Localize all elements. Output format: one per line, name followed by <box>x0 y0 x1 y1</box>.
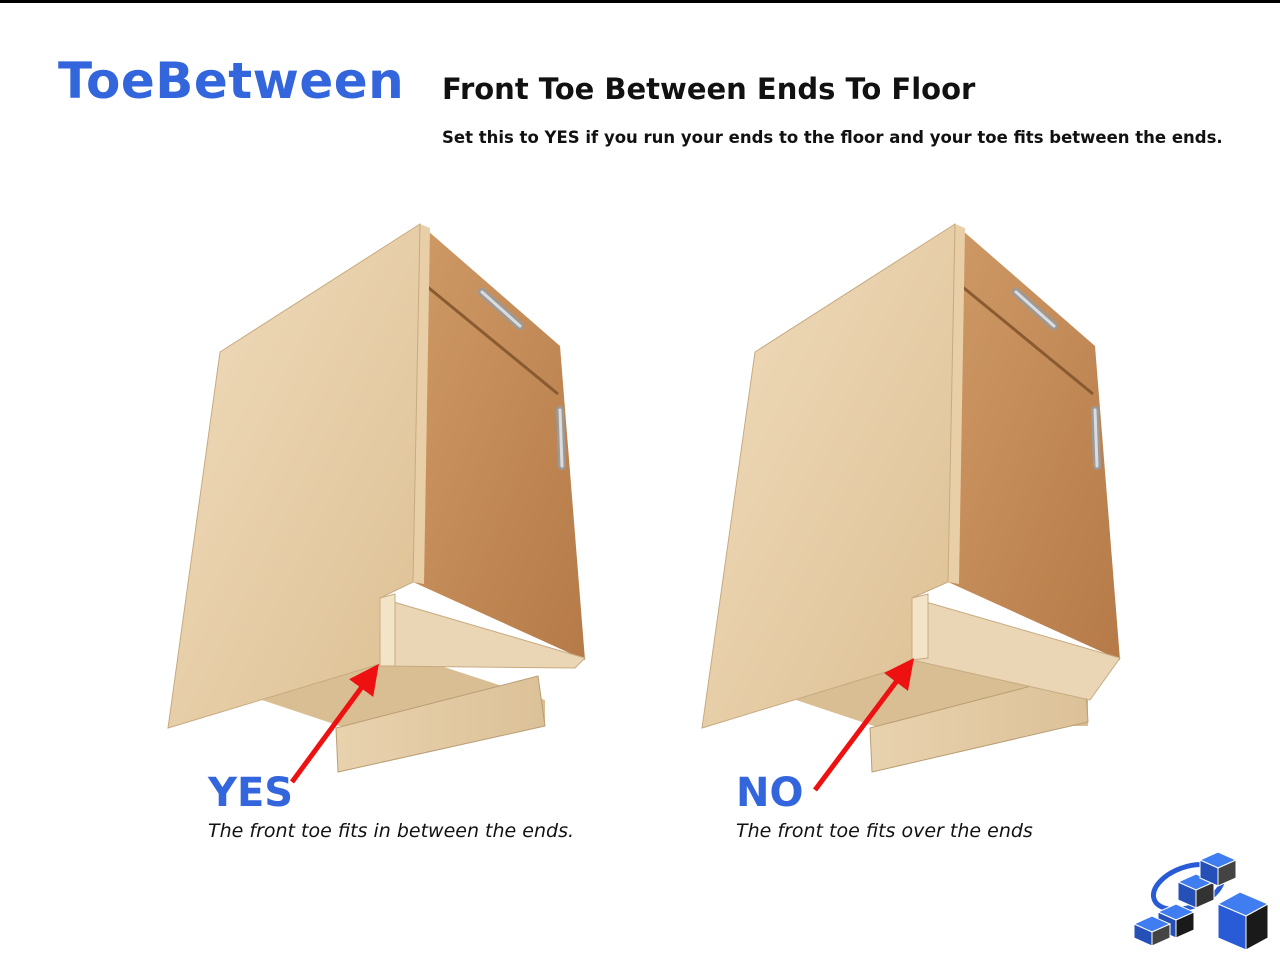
page-title: ToeBetween <box>58 52 405 110</box>
verdict-yes: YES <box>208 770 294 816</box>
cabinet-end-panel <box>167 223 421 729</box>
caption-yes: The front toe fits in between the ends. <box>208 820 575 842</box>
pointer-arrow-no <box>813 658 914 792</box>
toe-kick-board <box>335 675 546 773</box>
cabinet-no-illustration <box>701 223 1121 792</box>
top-rule <box>0 0 1280 3</box>
drawer-handle-icon <box>478 288 524 330</box>
cabinet-front <box>948 224 1120 660</box>
stacked-cubes-logo-icon <box>1132 851 1270 951</box>
toe-kick-board <box>869 671 1089 773</box>
door-handle-icon <box>556 406 566 470</box>
verdict-no: NO <box>736 770 804 816</box>
pointer-arrow-yes <box>289 663 379 784</box>
setting-heading: Front Toe Between Ends To Floor <box>442 72 976 106</box>
door-handle-icon <box>1091 406 1101 470</box>
cabinet-yes-illustration <box>167 223 586 784</box>
cabinet-end-panel <box>701 223 956 729</box>
setting-description: Set this to YES if you run your ends to … <box>442 128 1223 147</box>
drawer-handle-icon <box>1012 288 1058 330</box>
cabinet-front <box>413 224 585 660</box>
caption-no: The front toe fits over the ends <box>736 820 1033 842</box>
